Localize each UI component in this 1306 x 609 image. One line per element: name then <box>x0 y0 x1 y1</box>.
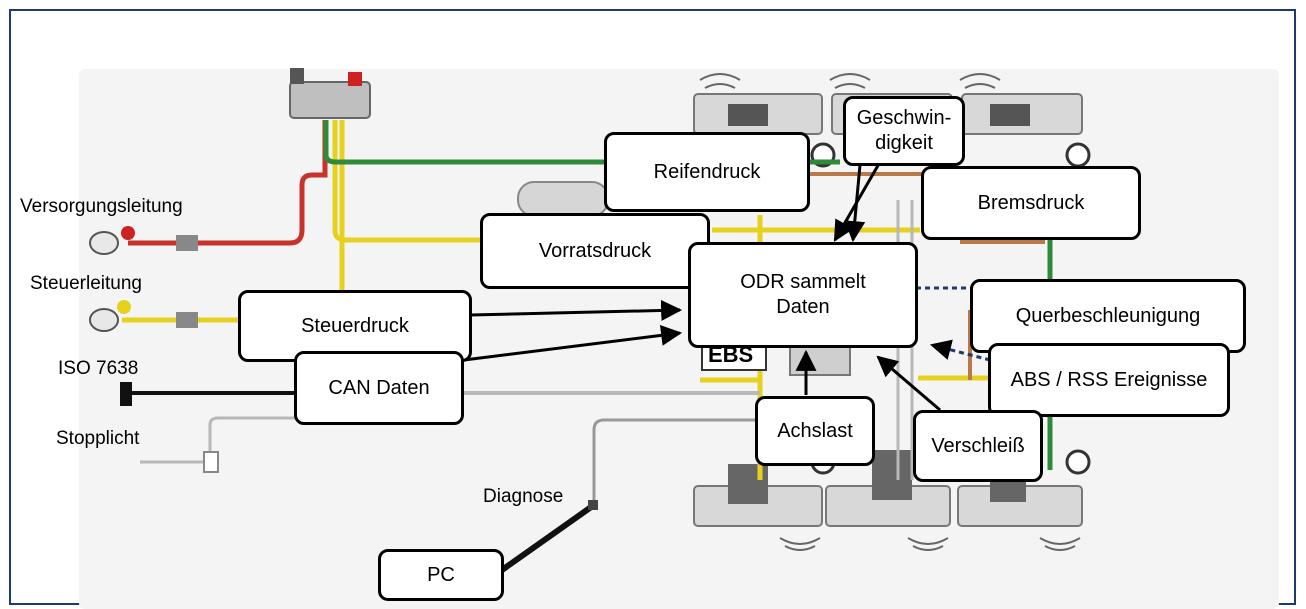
supply-coupling <box>89 226 198 255</box>
label-control-line: Steuerleitung <box>30 273 142 294</box>
box-steuerdruck: Steuerdruck <box>238 290 472 362</box>
label-supply-line: Versorgungsleitung <box>20 196 183 217</box>
box-odr-sammelt-daten: ODR sammelt Daten <box>688 242 918 348</box>
control-coupling <box>89 300 198 332</box>
label-stop-light: Stopplicht <box>56 428 140 449</box>
box-reifendruck: Reifendruck <box>604 132 810 212</box>
reservoir-tank <box>517 181 609 217</box>
box-achslast: Achslast <box>755 396 875 466</box>
box-verschleiss: Verschleiß <box>913 410 1043 482</box>
wheel-module-top-right <box>959 73 1083 135</box>
wheel-module-bottom-right <box>957 470 1083 551</box>
wheel-module-bottom-left <box>693 464 823 551</box>
valve-block <box>289 68 371 119</box>
label-iso-7638: ISO 7638 <box>58 358 139 379</box>
box-querbeschleunigung: Querbeschleunigung <box>970 279 1246 353</box>
box-abs-rss-ereignisse: ABS / RSS Ereignisse <box>988 343 1230 417</box>
label-diagnose: Diagnose <box>483 486 564 507</box>
box-pc: PC <box>378 549 504 601</box>
box-bremsdruck: Bremsdruck <box>921 166 1141 240</box>
box-geschwindigkeit: Geschwin- digkeit <box>843 96 965 166</box>
box-can-daten: CAN Daten <box>294 351 464 425</box>
wheel-module-top-left <box>693 73 823 135</box>
box-vorratsdruck: Vorratsdruck <box>480 213 710 289</box>
wheel-module-bottom-mid <box>825 450 951 551</box>
